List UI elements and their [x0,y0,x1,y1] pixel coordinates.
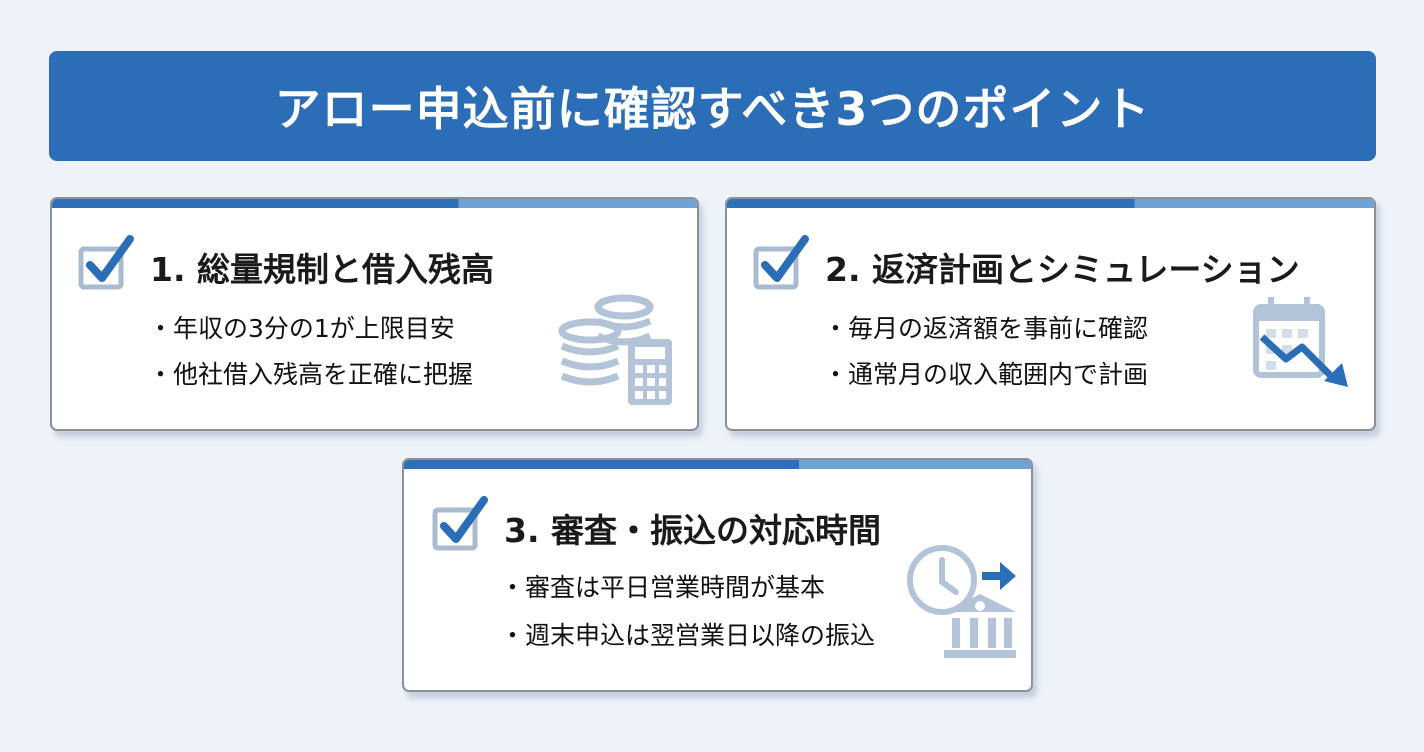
checkbox-checked-icon [78,235,136,291]
bullet-item: ・週末申込は翌営業日以降の振込 [500,621,876,650]
bullet-item: ・通常月の収入範囲内で計画 [823,360,1149,389]
checkbox-checked-icon [753,235,811,291]
bullet-item: ・審査は平日営業時間が基本 [500,573,826,602]
point-card-3: 3. 審査・振込の対応時間 ・審査は平日営業時間が基本 ・週末申込は翌営業日以降… [402,458,1033,692]
bullet-item: ・年収の3分の1が上限目安 [148,314,455,343]
point-card-2: 2. 返済計画とシミュレーション ・毎月の返済額を事前に確認 ・通常月の収入範囲… [725,197,1376,431]
card-title: 2. 返済計画とシミュレーション [825,250,1300,289]
bullet-item: ・毎月の返済額を事前に確認 [823,314,1149,343]
page-title: アロー申込前に確認すべき3つのポイント [49,51,1376,161]
calendar-down-trend-icon [1253,297,1348,387]
coins-calculator-icon [558,294,672,405]
card-accent-bar [404,460,1031,469]
card-title: 1. 総量規制と借入残高 [150,250,494,289]
bullet-item: ・他社借入残高を正確に把握 [148,360,474,389]
card-accent-bar [727,199,1374,208]
point-card-1: 1. 総量規制と借入残高 ・年収の3分の1が上限目安 ・他社借入残高を正確に把握 [50,197,699,431]
card-accent-bar [52,199,697,208]
checkbox-checked-icon [432,496,490,552]
clock-bank-transfer-icon [907,545,1016,658]
card-title: 3. 審査・振込の対応時間 [504,511,881,550]
